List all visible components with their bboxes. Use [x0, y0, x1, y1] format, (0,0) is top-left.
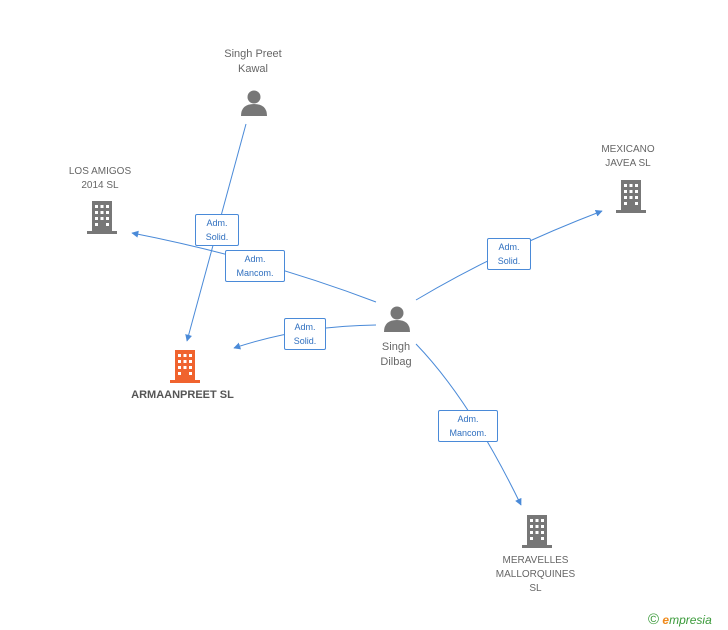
edge-label-line: Solid. — [293, 336, 317, 346]
edge-label-line: Adm. — [498, 242, 520, 252]
building-icon — [616, 180, 646, 213]
node-name-line: Dilbag — [380, 356, 412, 368]
node-name-line: Singh Preet — [224, 48, 282, 60]
edge-label-dilbag-meravelles[interactable]: Adm. Mancom. — [438, 410, 498, 442]
edge-label-dilbag-mexicano[interactable]: Adm. Solid. — [487, 238, 531, 270]
edge-label-kawal-armaanpreet[interactable]: Adm. Solid. — [195, 214, 239, 246]
edge-label-line: Adm. — [244, 254, 266, 264]
person-icon — [384, 306, 410, 332]
node-name-line: JAVEA SL — [605, 158, 651, 169]
building-icon — [522, 515, 552, 548]
empresia-copyright[interactable]: © empresia — [648, 611, 712, 628]
node-name-line: 2014 SL — [81, 180, 119, 191]
node-name-line: Singh — [381, 341, 411, 353]
building-icon — [87, 201, 117, 234]
brand-initial: e — [662, 613, 670, 627]
edge-label-line: Adm. — [206, 218, 228, 228]
edges — [131, 123, 603, 506]
node-name-line: ARMAANPREET SL — [131, 389, 234, 401]
person-icon — [241, 90, 267, 116]
node-singh-preet-kawal[interactable]: Singh Preet Kawal — [203, 47, 303, 77]
edge-label-line: Adm. — [294, 322, 316, 332]
edge-label-line: Mancom. — [449, 428, 487, 438]
node-name-line: LOS AMIGOS — [68, 166, 132, 177]
building-icon — [170, 350, 200, 383]
node-name-line: MERAVELLES — [502, 555, 569, 566]
node-name-line: Kawal — [238, 63, 268, 75]
node-los-amigos[interactable]: LOS AMIGOS 2014 SL — [50, 165, 150, 193]
node-name-line: SL — [529, 583, 542, 594]
node-armaanpreet[interactable]: ARMAANPREET SL — [110, 388, 255, 403]
copyright-icon: © — [648, 611, 660, 628]
edge-label-line: Solid. — [205, 232, 229, 242]
edge-label-line: Mancom. — [236, 268, 274, 278]
brand-name: mpresia — [669, 613, 712, 627]
edge-label-dilbag-armaanpreet[interactable]: Adm. Solid. — [284, 318, 326, 350]
node-name-line: MALLORQUINES — [495, 569, 576, 580]
node-meravelles-mallorquines[interactable]: MERAVELLES MALLORQUINES SL — [478, 554, 593, 596]
edge-label-line: Adm. — [457, 414, 479, 424]
node-mexicano-javea[interactable]: MEXICANO JAVEA SL — [578, 143, 678, 171]
edge-label-line: Solid. — [497, 256, 521, 266]
node-singh-dilbag[interactable]: Singh Dilbag — [356, 340, 436, 370]
node-name-line: MEXICANO — [601, 144, 655, 155]
edge-label-dilbag-los-amigos[interactable]: Adm. Mancom. — [225, 250, 285, 282]
